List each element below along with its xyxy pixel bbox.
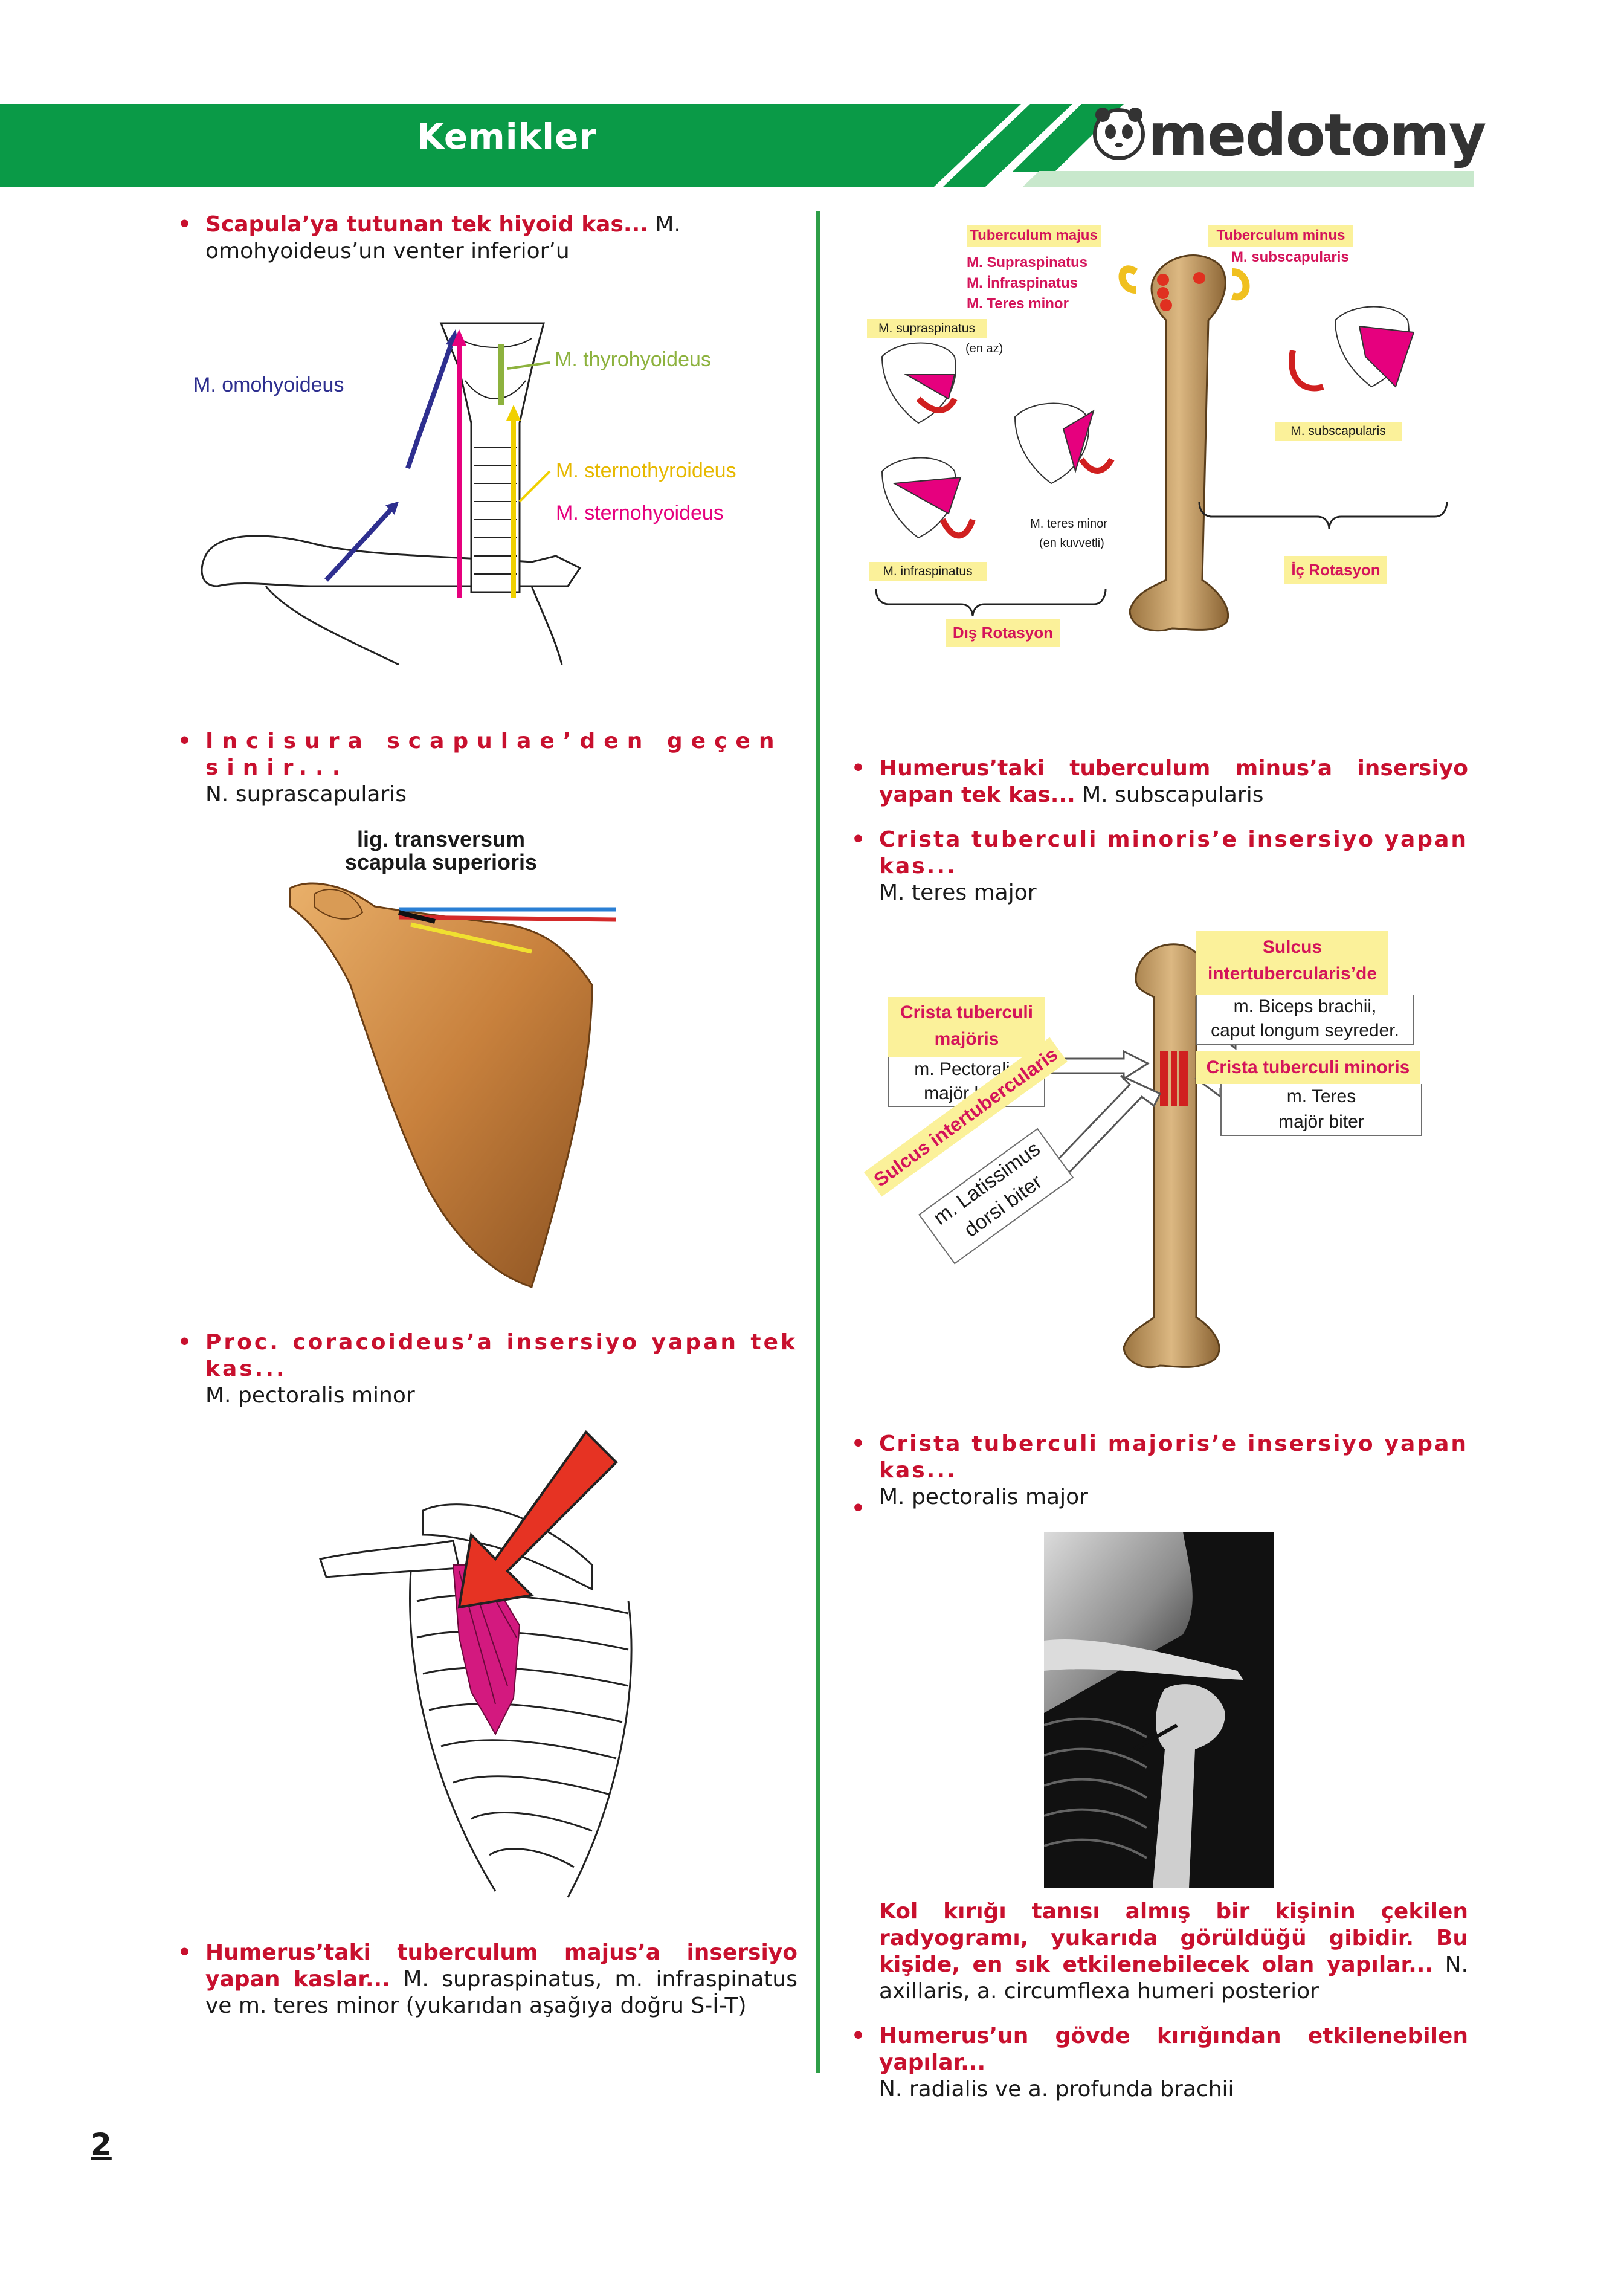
hyoid-illustration <box>201 322 582 666</box>
supraspinatus-note: (en az) <box>965 342 1004 355</box>
hyoid-muscles-figure: M. omohyoideus M. thyrohyoideus M. stern… <box>193 302 798 666</box>
bullet-marker: • <box>178 1330 192 1355</box>
rotated-labels: Sulcus intertubercularis m. Latissimus d… <box>864 1037 1172 1275</box>
bullet-tuberculum-minus: • Humerus’taki tuberculum minus’a insers… <box>851 755 1468 808</box>
bullet-question: Humerus’taki tuberculum majus’a insersiy… <box>205 1940 798 1992</box>
muscle-teres-minor: M. Teres minor <box>967 295 1069 312</box>
header-banner <box>0 104 1474 187</box>
sulcus-de-line1: Sulcus <box>1262 937 1323 957</box>
muscle-infraspinatus: M. İnfraspinatus <box>967 275 1078 291</box>
empty-bullet-marker: • <box>851 1496 866 1521</box>
label-teres-minor: M. teres minor <box>1020 514 1118 534</box>
label-infraspinatus: M. infraspinatus <box>869 562 987 581</box>
label-lig-transversum: lig. transversum scapula superioris <box>344 827 538 874</box>
bullet-answer: M. supraspinatus, m. infraspinatus ve m.… <box>205 1967 798 2018</box>
bullet-coracoid: • Proc. coracoideus’a insersiyo yapan te… <box>178 1329 798 1409</box>
bullet-question: Humerus’taki tuberculum minus’a insersiy… <box>879 756 1468 807</box>
bullet-incisura: • Incisura scapulae’den geçen sinir... N… <box>178 728 798 808</box>
bullet-question: Proc. coracoideus’a insersiyo yapan tek … <box>205 1330 798 1381</box>
muscle-supraspinatus: M. Supraspinatus <box>967 254 1088 271</box>
teres-minor-note: (en kuvvetli) <box>1039 537 1104 550</box>
bullet-omohyoideus: • Scapula’ya tutunan tek hiyoid kas... M… <box>178 211 798 265</box>
page-header: Kemikler medotomy <box>0 0 1624 193</box>
label-thyrohyoideus: M. thyrohyoideus <box>555 348 711 371</box>
bullet-answer: M. pectoralis major <box>879 1485 1088 1509</box>
label-sternothyroideus: M. sternothyroideus <box>556 459 736 482</box>
bullet-marker: • <box>851 2024 866 2048</box>
brand-logo: medotomy <box>1148 102 1486 169</box>
tuberculum-minus-muscle: M. subscapularis <box>1231 249 1349 265</box>
label-crista-minoris: Crista tuberculi minoris <box>1196 1051 1420 1084</box>
humerus-crista-figure: Sulcus intertubercularis’de m. Biceps br… <box>864 931 1450 1378</box>
bullet-answer: M. teres major <box>879 880 1037 905</box>
bullet-marker: • <box>178 1940 192 1965</box>
page-number: 2 <box>91 2127 112 2162</box>
rotation-figure: Tuberculum majus M. Supraspinatus M. İnf… <box>864 218 1456 665</box>
bullet-question: Crista tuberculi minoris’e insersiyo yap… <box>879 827 1468 879</box>
bullet-question: Incisura scapulae’den geçen sinir... <box>205 729 783 780</box>
bullet-answer: M. pectoralis minor <box>205 1383 415 1408</box>
label-subscapularis: M. subscapularis <box>1275 422 1402 441</box>
bullet-marker: • <box>178 729 192 753</box>
bullet-tuberculum-majus: • Humerus’taki tuberculum majus’a insers… <box>178 1940 798 2019</box>
sulcus-de-line2: intertubercularis’de <box>1207 964 1378 984</box>
bullet-crista-majoris: • Crista tuberculi majoris’e insersiyo y… <box>851 1431 1468 1511</box>
label-supraspinatus: M. supraspinatus <box>867 319 987 338</box>
bullet-answer: N. axillaris, a. circumflexa humeri post… <box>879 1952 1468 2004</box>
label-tuberculum-majus: Tuberculum majus <box>967 225 1101 247</box>
teres-line1: m. Teres <box>1286 1086 1356 1106</box>
bullet-humerus-govde: • Humerus’un gövde kırığından etkilenebi… <box>851 2023 1468 2103</box>
bullet-answer: N. radialis ve a. profunda brachii <box>879 2077 1234 2102</box>
teres-line2: majör biter <box>1278 1112 1364 1132</box>
scapula-figure: lig. transversum scapula superioris <box>278 828 652 1299</box>
crista-majoris-line1: Crista tuberculi <box>900 1002 1034 1022</box>
biceps-line1: m. Biceps brachii, <box>1233 996 1377 1016</box>
bullet-answer: M. subscapularis <box>1075 782 1264 807</box>
label-dis-rotasyon: Dış Rotasyon <box>946 619 1060 647</box>
biceps-line2: caput longum seyreder. <box>1211 1021 1399 1041</box>
label-omohyoideus: M. omohyoideus <box>193 373 344 396</box>
bullet-answer: N. suprascapularis <box>205 782 407 807</box>
bullet-marker: • <box>851 756 866 781</box>
humerus-rotation-illustration <box>875 254 1448 632</box>
bullet-question: Scapula’ya tutunan tek hiyoid kas... <box>205 212 648 237</box>
pectoralis-minor-figure <box>314 1420 701 1915</box>
column-divider <box>816 211 820 2073</box>
label-crista-majoris: Crista tuberculi majöris <box>888 997 1045 1059</box>
bullet-radiogram: Kol kırığı tanısı almış bir kişinin çeki… <box>879 1899 1468 2005</box>
bullet-answer: M. omohyoideus’un venter inferior’u <box>205 212 681 263</box>
label-tuberculum-minus: Tuberculum minus <box>1208 225 1353 247</box>
bullet-marker: • <box>851 827 866 852</box>
crista-majoris-line2: majöris <box>934 1029 999 1049</box>
label-sulcus-de: Sulcus intertubercularis’de <box>1196 931 1388 995</box>
bullet-marker: • <box>851 1431 866 1456</box>
label-biceps: m. Biceps brachii, caput longum seyreder… <box>1196 995 1414 1045</box>
label-sternohyoideus: M. sternohyoideus <box>556 502 724 524</box>
tuberculum-majus-muscles: M. Supraspinatus M. İnfraspinatus M. Ter… <box>967 253 1088 314</box>
bullet-question: Crista tuberculi majoris’e insersiyo yap… <box>879 1431 1468 1483</box>
scapula-illustration <box>289 882 617 1288</box>
chapter-title: Kemikler <box>417 116 597 157</box>
bullet-marker: • <box>178 212 192 237</box>
bullet-question: Kol kırığı tanısı almış bir kişinin çeki… <box>879 1899 1468 1977</box>
bullet-crista-minoris: • Crista tuberculi minoris’e insersiyo y… <box>851 827 1468 906</box>
bullet-question: Humerus’un gövde kırığından etkilenebile… <box>879 2024 1468 2075</box>
label-teres-major: m. Teres majör biter <box>1220 1084 1422 1136</box>
thorax-illustration <box>319 1430 633 1898</box>
radiograph-image <box>1043 1532 1274 1888</box>
label-ic-rotasyon: İç Rotasyon <box>1284 556 1387 584</box>
xray-illustration <box>1043 1532 1274 1888</box>
